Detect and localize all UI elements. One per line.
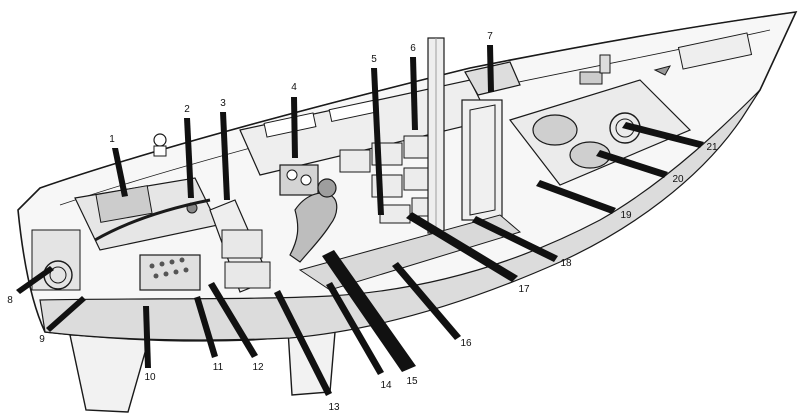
sail-bag [532,114,578,146]
callout-label-5: 5 [371,54,377,65]
leader-15 [322,250,416,372]
stern-locker [31,229,81,291]
callout-label-9: 9 [39,334,45,345]
callout-label-17: 17 [518,284,530,295]
cooler-box [224,261,271,289]
callout-label-11: 11 [213,362,224,373]
callout-label-14: 14 [380,380,392,391]
leader-9 [46,296,86,332]
winch-base [153,145,167,157]
callout-label-4: 4 [291,82,297,93]
callout-label-13: 13 [328,402,340,413]
leader-19 [536,180,616,214]
leader-17 [406,212,518,282]
door-frame [469,104,496,216]
callout-label-15: 15 [406,376,418,387]
leader-5 [371,68,384,215]
callout-label-3: 3 [220,98,226,109]
engine-vents [149,257,189,279]
leader-2 [184,118,194,198]
windlass-drum [599,54,611,74]
v-berth [508,79,692,186]
leader-16 [392,262,461,340]
callout-label-21: 21 [706,142,718,153]
callout-label-19: 19 [620,210,632,221]
leader-6 [410,57,418,130]
callout-label-1: 1 [109,134,115,145]
leader-11 [194,296,218,358]
winch [153,133,167,147]
leader-20 [596,150,668,178]
leader-13 [274,290,332,396]
cabin-window [263,112,317,138]
crew-head [317,178,337,198]
callout-label-8: 8 [7,295,13,306]
stove-burner-2 [300,174,312,186]
battery-box [221,229,263,259]
callout-label-10: 10 [144,372,156,383]
bow-locker-hatch [677,32,753,70]
forward-bulkhead [461,99,503,221]
callout-label-6: 6 [410,43,416,54]
coiled-line-inner [49,266,67,284]
callout-label-18: 18 [560,258,572,269]
bow-cleat [653,65,672,76]
galley-stove [279,164,319,196]
tiller [94,198,211,242]
leader-14 [326,282,384,375]
leader-18 [472,216,558,262]
callout-labels: 1 2 3 4 5 6 7 8 9 10 11 12 13 14 15 16 1… [7,31,718,413]
leader-8 [16,266,54,294]
callout-label-2: 2 [184,104,190,115]
leader-4 [291,97,298,158]
leader-10 [143,306,151,368]
engine-box [139,254,201,291]
deck-line [39,11,797,189]
callout-label-20: 20 [672,174,684,185]
callout-label-12: 12 [252,362,264,373]
callout-label-16: 16 [460,338,472,349]
keel [69,334,151,413]
stove-burner [286,169,298,181]
leader-7 [487,45,494,92]
leader-1 [112,148,128,197]
hull-cut-band [39,89,761,341]
callout-label-7: 7 [487,31,493,42]
leader-21 [622,122,704,148]
callout-leaders [16,45,704,396]
leader-12 [208,282,258,358]
windlass [579,71,603,85]
leader-3 [220,112,230,200]
